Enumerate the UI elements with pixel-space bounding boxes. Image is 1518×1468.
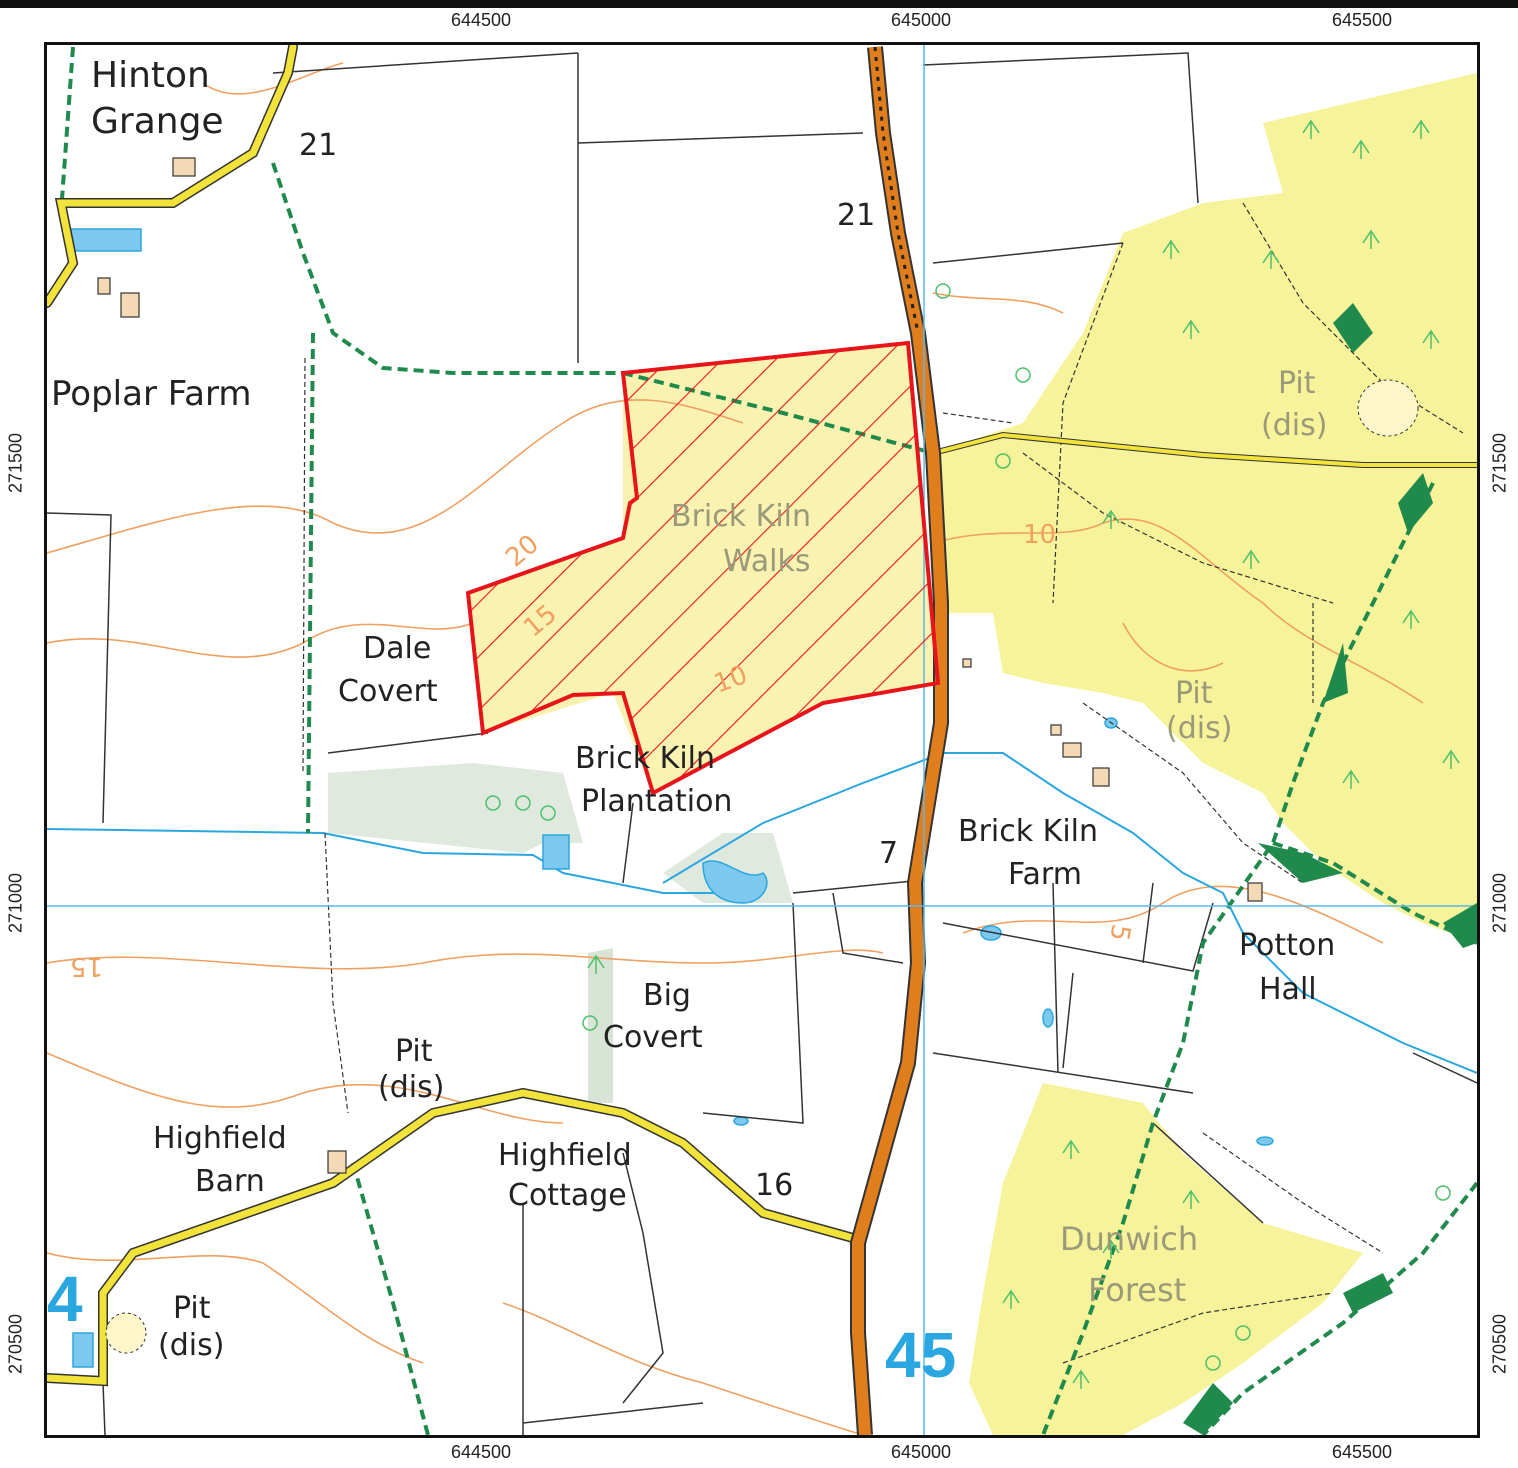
a-road <box>850 46 949 1435</box>
grid-numbers: 4 45 <box>47 1263 956 1391</box>
y-tick-right: 271000 <box>1489 872 1510 934</box>
label-dis-4: (dis) <box>158 1328 224 1363</box>
label-brick-kiln-farm-2: Farm <box>1008 857 1082 892</box>
tree-symbols <box>120 119 1460 1389</box>
label-highfield-cottage-1: Highfield <box>498 1138 632 1173</box>
contour-lines <box>47 62 1424 1435</box>
minor-roads <box>47 45 1477 1387</box>
y-tick-left: 271000 <box>5 872 26 934</box>
label-brick-kiln-walks-2: Walks <box>723 544 810 579</box>
label-highfield-cottage-2: Cottage <box>508 1178 627 1213</box>
spot-height-21b: 21 <box>837 198 875 233</box>
label-pit-1: Pit <box>1278 366 1316 401</box>
label-highfield-barn-1: Highfield <box>153 1121 287 1156</box>
contour-label-15b: 15 <box>70 951 103 981</box>
map-canvas[interactable]: Hinton Grange Poplar Farm Dale Covert Br… <box>47 45 1477 1435</box>
x-tick-bottom: 644500 <box>450 1442 512 1462</box>
label-brick-kiln-plantation-2: Plantation <box>581 784 732 819</box>
label-brick-kiln-walks-1: Brick Kiln <box>671 499 811 534</box>
label-dale: Dale <box>363 631 431 666</box>
grid-number-4: 4 <box>47 1263 83 1335</box>
x-tick-top: 645500 <box>1331 10 1393 30</box>
grid-lines <box>47 45 1477 1435</box>
label-covert: Covert <box>338 674 438 709</box>
spot-height-7: 7 <box>879 836 898 871</box>
place-labels: Hinton Grange Poplar Farm Dale Covert Br… <box>51 55 1335 1363</box>
label-dunwich: Dunwich <box>1060 1220 1198 1258</box>
x-tick-top: 645000 <box>890 10 952 30</box>
buildings <box>97 157 1263 1174</box>
pit-outlines <box>105 379 1419 1354</box>
y-tick-right: 271500 <box>1489 432 1510 494</box>
label-brick-kiln-plantation-1: Brick Kiln <box>575 741 715 776</box>
label-pit-4: Pit <box>173 1291 211 1326</box>
spot-heights: 21 21 7 16 <box>299 128 898 1203</box>
x-tick-bottom: 645500 <box>1331 1442 1393 1462</box>
label-poplar-farm: Poplar Farm <box>51 374 252 414</box>
x-tick-bottom: 645000 <box>890 1442 952 1462</box>
label-big-covert: Covert <box>603 1020 703 1055</box>
woodland-dunwich-forest <box>969 1083 1363 1435</box>
y-tick-left: 271500 <box>5 432 26 494</box>
woodland-big-covert <box>588 948 613 1103</box>
label-highfield-barn-2: Barn <box>195 1164 265 1199</box>
label-pit-2: Pit <box>1175 676 1213 711</box>
spot-height-16: 16 <box>755 1168 793 1203</box>
label-forest: Forest <box>1088 1271 1186 1309</box>
label-brick-kiln-farm-1: Brick Kiln <box>958 814 1098 849</box>
y-tick-left: 270500 <box>5 1313 26 1375</box>
woodland-brick-kiln-plantation <box>328 763 583 853</box>
site-boundary[interactable] <box>465 340 941 796</box>
label-big: Big <box>643 978 691 1013</box>
x-tick-top: 644500 <box>450 10 512 30</box>
map-frame[interactable]: Hinton Grange Poplar Farm Dale Covert Br… <box>44 42 1480 1438</box>
woodland-east <box>933 73 1477 943</box>
label-pit-3: Pit <box>395 1034 433 1069</box>
ponds <box>66 228 1274 1368</box>
label-grange: Grange <box>91 101 224 142</box>
label-potton: Potton <box>1239 928 1335 963</box>
streams <box>47 752 1477 1074</box>
grid-number-45: 45 <box>885 1319 956 1391</box>
small-woods <box>1183 303 1477 1435</box>
label-hinton: Hinton <box>91 55 210 96</box>
top-border-bar <box>0 0 1518 8</box>
y-tick-right: 270500 <box>1489 1313 1510 1375</box>
contour-label-5: 5 <box>1103 922 1135 944</box>
label-dis-2: (dis) <box>1166 711 1232 746</box>
label-dis-1: (dis) <box>1261 408 1327 443</box>
spot-height-21a: 21 <box>299 128 337 163</box>
contour-label-10a: 10 <box>1023 520 1056 550</box>
label-dis-3: (dis) <box>378 1070 444 1105</box>
field-boundaries <box>47 52 1477 1435</box>
label-hall: Hall <box>1259 972 1317 1007</box>
